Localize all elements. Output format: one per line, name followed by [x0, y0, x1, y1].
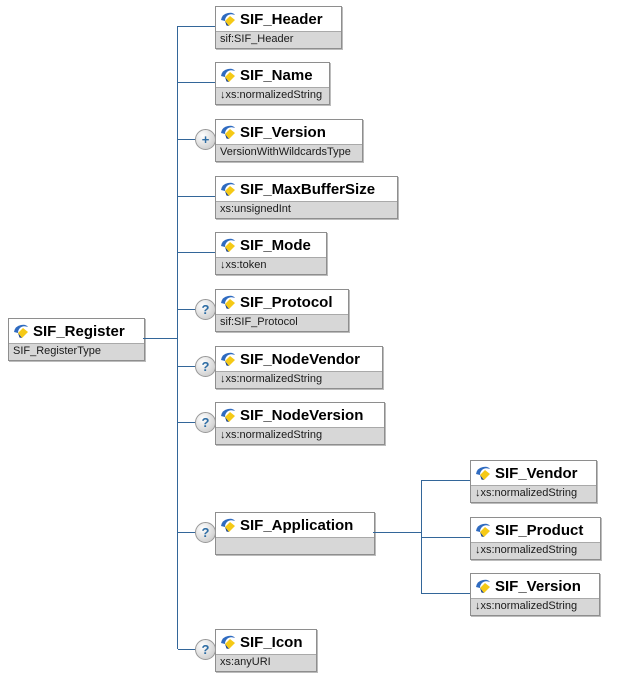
node-type: ↓xs:normalizedString: [216, 87, 329, 104]
node-name: SIF_Icon: [240, 633, 303, 651]
node-type: sif:SIF_Protocol: [216, 314, 348, 331]
node-type: sif:SIF_Header: [216, 31, 341, 48]
element-icon: [221, 295, 235, 309]
connector-line: [421, 593, 470, 594]
node-sif-protocol[interactable]: SIF_Protocol sif:SIF_Protocol: [215, 289, 349, 332]
optional-indicator[interactable]: ?: [195, 356, 216, 377]
optional-indicator[interactable]: ?: [195, 299, 216, 320]
node-title-row: SIF_MaxBufferSize: [216, 177, 397, 201]
node-sif-vendor[interactable]: SIF_Vendor ↓xs:normalizedString: [470, 460, 597, 503]
node-type: ↓xs:normalizedString: [471, 598, 599, 615]
node-sif-register[interactable]: SIF_Register SIF_RegisterType: [8, 318, 145, 361]
node-type: ↓xs:token: [216, 257, 326, 274]
node-name: SIF_Vendor: [495, 464, 578, 482]
optional-indicator[interactable]: ?: [195, 639, 216, 660]
element-icon: [221, 125, 235, 139]
node-sif-name[interactable]: SIF_Name ↓xs:normalizedString: [215, 62, 330, 105]
node-title-row: SIF_Header: [216, 7, 341, 31]
node-name: SIF_MaxBufferSize: [240, 180, 376, 198]
node-name: SIF_NodeVendor: [240, 350, 361, 368]
node-name: SIF_Protocol: [240, 293, 333, 311]
element-icon: [221, 352, 235, 366]
repeat-indicator[interactable]: +: [195, 129, 216, 150]
element-icon: [221, 635, 235, 649]
node-title-row: SIF_Version: [471, 574, 599, 598]
node-sif-product[interactable]: SIF_Product ↓xs:normalizedString: [470, 517, 601, 560]
connector-line: [143, 338, 177, 339]
node-sif-icon[interactable]: SIF_Icon xs:anyURI: [215, 629, 317, 672]
node-name: SIF_Register: [33, 322, 125, 340]
node-title-row: SIF_Product: [471, 518, 600, 542]
node-name: SIF_Version: [495, 577, 581, 595]
node-name: SIF_Product: [495, 521, 584, 539]
element-icon: [221, 12, 235, 26]
node-title-row: SIF_NodeVersion: [216, 403, 384, 427]
node-title-row: SIF_NodeVendor: [216, 347, 382, 371]
connector-line: [178, 196, 215, 197]
optional-indicator[interactable]: ?: [195, 412, 216, 433]
element-icon: [476, 523, 490, 537]
element-icon: [14, 324, 28, 338]
node-title-row: SIF_Vendor: [471, 461, 596, 485]
node-sif-mode[interactable]: SIF_Mode ↓xs:token: [215, 232, 327, 275]
node-type: ↓xs:normalizedString: [471, 485, 596, 502]
connector-line: [421, 537, 470, 538]
node-name: SIF_Version: [240, 123, 326, 141]
node-title-row: SIF_Version: [216, 120, 362, 144]
connector-line: [178, 82, 215, 83]
node-sif-application[interactable]: SIF_Application: [215, 512, 375, 555]
node-type: ↓xs:normalizedString: [216, 371, 382, 388]
node-type: [216, 537, 374, 554]
element-icon: [221, 518, 235, 532]
node-sif-nodevendor[interactable]: SIF_NodeVendor ↓xs:normalizedString: [215, 346, 383, 389]
element-icon: [221, 182, 235, 196]
element-icon: [221, 238, 235, 252]
connector-line: [373, 532, 421, 533]
node-sif-header[interactable]: SIF_Header sif:SIF_Header: [215, 6, 342, 49]
node-sif-application-version[interactable]: SIF_Version ↓xs:normalizedString: [470, 573, 600, 616]
node-title-row: SIF_Name: [216, 63, 329, 87]
node-type: xs:unsignedInt: [216, 201, 397, 218]
node-name: SIF_Name: [240, 66, 313, 84]
node-name: SIF_NodeVersion: [240, 406, 364, 424]
element-icon: [221, 68, 235, 82]
element-icon: [476, 466, 490, 480]
node-type: VersionWithWildcardsType: [216, 144, 362, 161]
node-title-row: SIF_Application: [216, 513, 374, 537]
connector-line: [177, 26, 215, 27]
node-title-row: SIF_Protocol: [216, 290, 348, 314]
node-title-row: SIF_Register: [9, 319, 144, 343]
optional-indicator[interactable]: ?: [195, 522, 216, 543]
node-sif-maxbuffersize[interactable]: SIF_MaxBufferSize xs:unsignedInt: [215, 176, 398, 219]
element-icon: [476, 579, 490, 593]
connector-line: [178, 252, 215, 253]
node-title-row: SIF_Mode: [216, 233, 326, 257]
connector-line: [177, 26, 178, 649]
node-name: SIF_Header: [240, 10, 323, 28]
node-name: SIF_Application: [240, 516, 354, 534]
node-sif-version[interactable]: SIF_Version VersionWithWildcardsType: [215, 119, 363, 162]
node-name: SIF_Mode: [240, 236, 311, 254]
element-icon: [221, 408, 235, 422]
connector-line: [421, 480, 470, 481]
node-type: ↓xs:normalizedString: [216, 427, 384, 444]
node-type: xs:anyURI: [216, 654, 316, 671]
node-type: ↓xs:normalizedString: [471, 542, 600, 559]
node-title-row: SIF_Icon: [216, 630, 316, 654]
node-sif-nodeversion[interactable]: SIF_NodeVersion ↓xs:normalizedString: [215, 402, 385, 445]
node-type: SIF_RegisterType: [9, 343, 144, 360]
